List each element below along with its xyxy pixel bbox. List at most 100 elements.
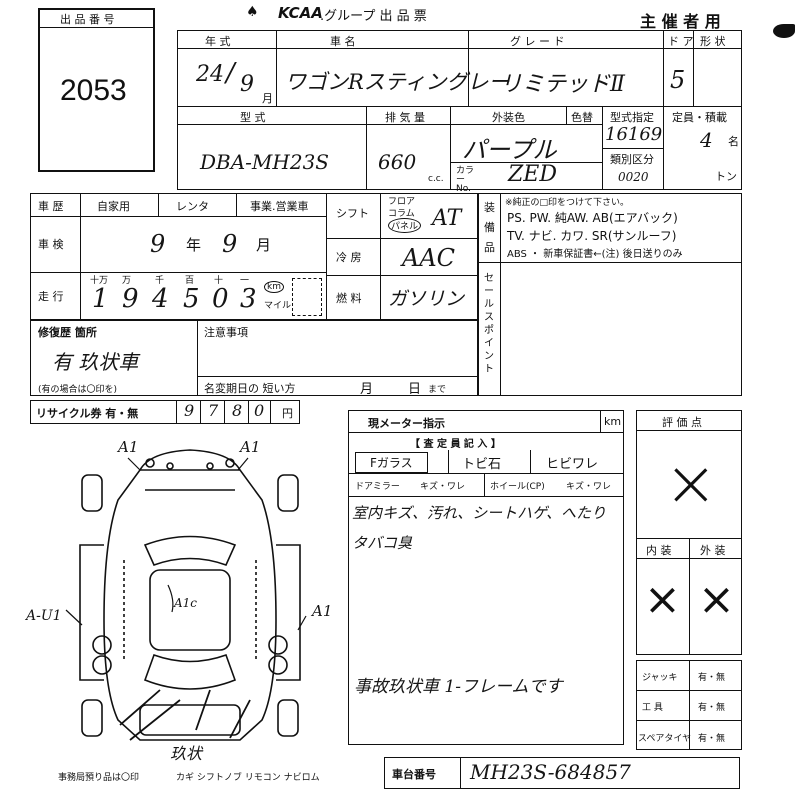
equipment-note: ※純正の□印をつけて下さい。	[505, 198, 630, 208]
equipment-block	[478, 193, 742, 396]
exterior-color-value: パープル	[462, 136, 557, 164]
displacement-label: 排 気 量	[385, 111, 425, 124]
repair-block	[30, 320, 478, 396]
inspector-label: 【 査 定 員 記 入 】	[410, 439, 501, 450]
mark-bottom: 玖状	[170, 744, 203, 763]
shape-label: 形 状	[700, 35, 726, 48]
equipment-line2: TV. ナビ. カワ. SR(サンルーフ)	[507, 229, 677, 243]
mileage-digit-2: 4	[152, 284, 169, 314]
month-unit: 月	[262, 92, 273, 105]
recycle-digit-0: 9	[184, 401, 195, 420]
mileage-extra-box	[292, 278, 322, 316]
comment-2: タバコ臭	[352, 534, 413, 552]
business-label: 事業.営業車	[250, 200, 309, 213]
form-title: .グループ 出 品 票	[320, 9, 427, 24]
mileage-digit-1: 9	[122, 284, 139, 314]
repair-note: (有の場合は〇印を)	[38, 385, 118, 395]
doors-value: 5	[670, 66, 686, 94]
chassis-number: MH23S-684857	[470, 760, 631, 784]
inspection-label: 車 検	[38, 238, 64, 251]
capacity-value: 4	[700, 128, 713, 152]
month-value: 9	[240, 72, 254, 97]
spare-label: スペアタイヤ	[638, 734, 692, 744]
grade-label: グ レ ー ド	[510, 35, 565, 48]
digit-label-5: 一	[240, 276, 250, 286]
mark-right: A1	[312, 602, 333, 620]
mirror-label: ドアミラー	[355, 482, 400, 492]
mark-roof: A1c	[174, 596, 198, 610]
recycle-digit-3: 0	[254, 401, 265, 420]
color-no-value: ZED	[508, 162, 557, 187]
name-change-label: 名変期日の 短い方	[204, 382, 296, 395]
notes-label: 注意事項	[204, 326, 248, 339]
doors-label: ド ア	[668, 35, 694, 48]
overall-rating: ×	[664, 447, 718, 521]
repair-label: 修復歴 箇所	[38, 326, 97, 339]
fuel-label: 燃 料	[336, 292, 362, 305]
inspection-year: 9	[150, 230, 166, 258]
repair-value: 有 玖状車	[52, 350, 139, 374]
chassis-label: 車台番号	[392, 768, 436, 781]
corner-mark	[773, 24, 795, 38]
recycle-block	[30, 400, 300, 424]
category-label: 類別区分	[610, 153, 654, 166]
jack-yes-no: 有・無	[698, 673, 726, 683]
cc-unit: c.c.	[428, 174, 444, 184]
inspection-month-unit: 月	[256, 236, 272, 254]
load-unit: トン	[715, 170, 737, 183]
equipment-line3: ABS ・ 新車保証書←(注) 後日送りのみ	[507, 249, 683, 260]
shift-label: シフト	[336, 207, 369, 220]
brand-logo: KCAA	[278, 4, 323, 22]
private-label: 自家用	[97, 200, 130, 213]
exterior-color-label: 外装色	[492, 111, 525, 124]
digit-label-3: 百	[185, 276, 195, 286]
type-spec-value: 16169	[605, 124, 663, 145]
interior-rating: ×	[644, 574, 681, 625]
history-label: 車 歴	[38, 200, 64, 213]
mark-front-left: A1	[118, 438, 139, 456]
capacity-unit: 名	[728, 135, 739, 148]
interior-label: 内 装	[646, 544, 672, 557]
digit-label-4: 十	[214, 276, 224, 286]
digit-label-2: 千	[155, 276, 165, 286]
model-value: DBA-MH23S	[200, 150, 330, 174]
comment-1: 室内キズ、汚れ、シートハゲ、へたり	[352, 504, 606, 522]
rental-label: レンタ	[176, 200, 209, 213]
color-no-label: カラー No.	[456, 166, 475, 194]
name-change-until: まで	[428, 385, 447, 395]
mile-label: マイル	[264, 301, 292, 311]
tools-label: 工 具	[642, 703, 663, 713]
recycle-yen: 円	[282, 407, 293, 420]
meter-km: km	[604, 415, 622, 428]
spade-mark: ♠	[246, 4, 259, 20]
mileage-digit-4: 0	[212, 284, 229, 314]
lot-number-label: 出 品 番 号	[60, 13, 115, 26]
mark-left: A-U1	[26, 608, 62, 624]
vehicle-table	[177, 30, 742, 190]
digit-label-1: 万	[122, 276, 132, 286]
spare-yes-no: 有・無	[698, 734, 726, 744]
mileage-digit-3: 5	[183, 284, 200, 314]
jack-label: ジャッキ	[642, 673, 678, 683]
mark-front-right: A1	[240, 438, 261, 456]
chassis-box	[384, 757, 740, 789]
fuel-value: ガソリン	[388, 288, 465, 310]
meter-label: 現メーター指示	[368, 417, 445, 430]
organizer-label: 主 催 者 用	[640, 12, 721, 31]
glass-option-2: ヒビワレ	[546, 457, 599, 472]
digit-label-0: 十万	[90, 276, 109, 286]
mileage-digit-5: 3	[240, 284, 257, 314]
mirror-options: キズ・ワレ	[420, 482, 466, 492]
exterior-rating: ×	[698, 574, 735, 625]
year-label: 年 式	[205, 35, 231, 48]
displacement-value: 660	[378, 150, 417, 174]
name-label: 車 名	[330, 35, 356, 48]
tools-yes-no: 有・無	[698, 703, 726, 713]
grade-value: リミテッドⅡ	[500, 72, 625, 97]
office-items-list: カギ シフトノブ リモコン ナビロム	[176, 773, 320, 783]
recycle-digit-2: 8	[232, 401, 243, 420]
equipment-label: 装 備 品	[484, 201, 495, 254]
recycle-label: リサイクル券 有・無	[36, 407, 139, 420]
inspection-month: 9	[222, 230, 238, 258]
